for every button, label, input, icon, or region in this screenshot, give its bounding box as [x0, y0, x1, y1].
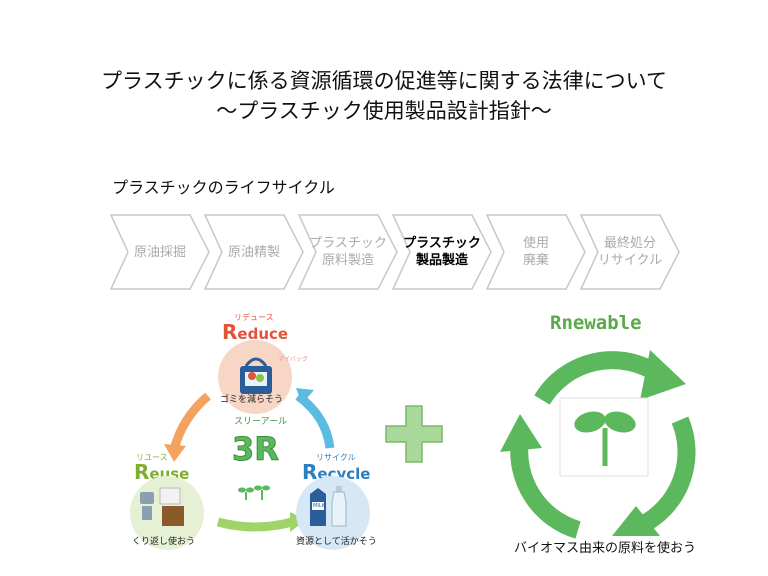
three-r-big-text: 3R	[232, 430, 280, 469]
renewable-title: Rnewable	[550, 312, 642, 334]
lifecycle-step-5: 使用廃棄	[486, 214, 586, 290]
three-r-illustration: リデュース Reduce マイバッグ ゴミを減らそう スリーアール 3R リユー…	[130, 310, 380, 560]
lifecycle-step-3: プラスチック原料製造	[298, 214, 398, 290]
sprout-icon	[574, 411, 636, 466]
reduce-caption: ゴミを減らそう	[220, 395, 284, 405]
lifecycle-step-4: プラスチック製品製造	[392, 214, 492, 290]
recycle-caption: 資源として活かそう	[296, 537, 377, 547]
step-1-line-1: 原油採掘	[133, 244, 186, 260]
lifecycle-step-2: 原油精製	[204, 214, 304, 290]
lifecycle-step-1: 原油採掘	[110, 214, 210, 290]
step-5-line-1: 使用	[522, 236, 549, 251]
step-6-line-2: リサイクル	[597, 253, 663, 268]
step-3-line-1: プラスチック	[309, 236, 387, 251]
lifecycle-chevron-row: 原油採掘 原油精製 プラスチック原料製造 プラスチック製品製造 使用廃棄 最終処…	[110, 214, 690, 290]
three-r-kana: スリーアール	[234, 417, 288, 427]
recycle-title-r: R	[302, 460, 318, 484]
renewable-illustration: Rnewable バイオマス由来の原料を使おう	[490, 300, 720, 570]
reuse-kana: リユース	[136, 453, 168, 462]
shopping-bag-icon	[240, 357, 272, 394]
recycle-kana: リサイクル	[316, 453, 356, 462]
lifecycle-step-6: 最終処分リサイクル	[580, 214, 680, 290]
step-6-line-1: 最終処分	[603, 236, 656, 251]
my-bag-label: マイバッグ	[278, 356, 308, 363]
reduce-title-rest: educe	[237, 325, 289, 343]
plus-icon	[385, 405, 443, 463]
milk-label: MILK	[313, 503, 325, 509]
step-3-line-2: 原料製造	[321, 253, 374, 268]
robot-and-clothes-icon	[140, 487, 184, 526]
lifecycle-label: プラスチックのライフサイクル	[112, 178, 335, 197]
step-2-line-1: 原油精製	[227, 244, 280, 260]
title-line-2: ～プラスチック使用製品設計指針～	[216, 99, 552, 123]
reuse-title-r: R	[134, 460, 150, 484]
step-4-line-2: 製品製造	[415, 253, 468, 268]
reuse-caption: くり返し使おう	[132, 537, 196, 547]
reduce-title-r: R	[222, 320, 238, 344]
title-line-1: プラスチックに係る資源循環の促進等に関する法律について	[101, 69, 667, 93]
reduce-kana: リデュース	[234, 313, 274, 322]
step-5-line-2: 廃棄	[522, 253, 549, 268]
reduce-title: Reduce	[222, 320, 288, 344]
page-title: プラスチックに係る資源循環の促進等に関する法律について ～プラスチック使用製品設…	[0, 66, 768, 126]
step-4-line-1: プラスチック	[403, 236, 481, 251]
renewable-caption: バイオマス由来の原料を使おう	[513, 541, 696, 556]
milk-carton-and-bottle-icon	[310, 486, 347, 527]
sprout-icon	[238, 485, 270, 500]
